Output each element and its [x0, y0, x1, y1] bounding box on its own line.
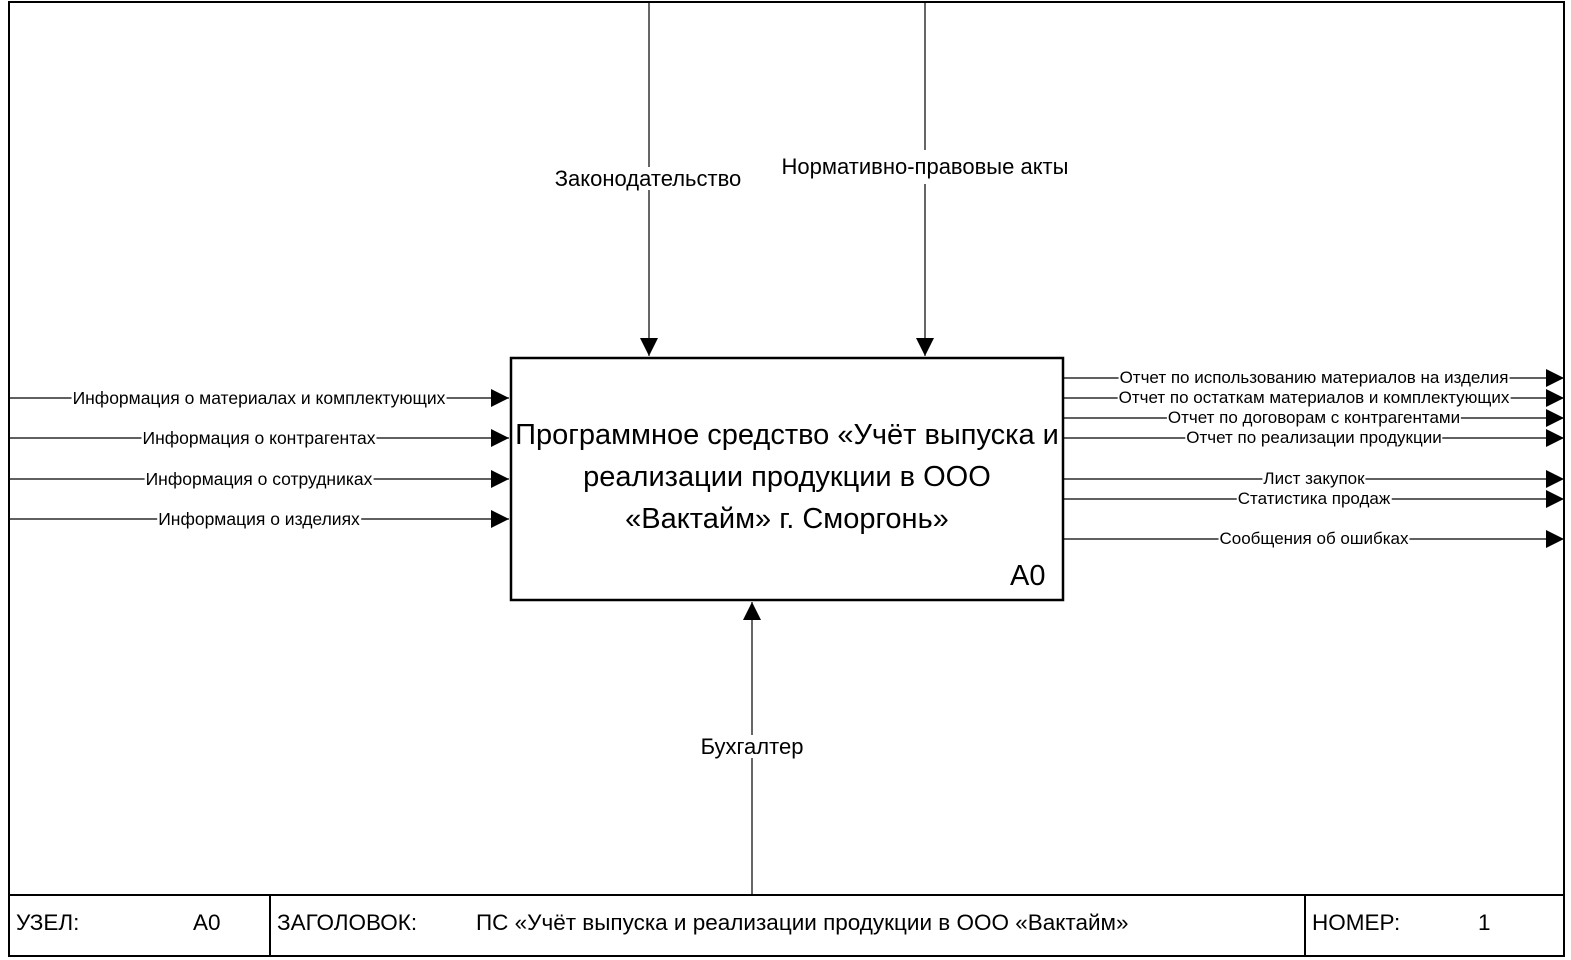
control-label-1: Законодательство: [554, 166, 742, 191]
output-label-7: Сообщения об ошибках: [1218, 529, 1410, 549]
function-node-number: A0: [1010, 560, 1046, 592]
mechanism-label-1: Бухгалтер: [700, 734, 804, 759]
control-label-2: Нормативно-правовые акты: [780, 150, 1070, 184]
footer-node-value: A0: [193, 910, 221, 935]
footer-number-value: 1: [1478, 910, 1491, 935]
footer-title-label: ЗАГОЛОВОК:: [277, 910, 418, 935]
output-label-1: Отчет по использованию материалов на изд…: [1118, 368, 1510, 388]
output-label-2: Отчет по остаткам материалов и комплекту…: [1117, 388, 1511, 408]
footer-title-value: ПС «Учёт выпуска и реализации продукции …: [476, 910, 1129, 935]
footer-number-label: НОМЕР:: [1312, 910, 1401, 935]
footer-node-label: УЗЕЛ:: [16, 910, 80, 935]
function-title: Программное средство «Учёт выпуска и реа…: [515, 419, 1059, 535]
output-label-6: Статистика продаж: [1236, 489, 1392, 509]
function-box[interactable]: [509, 356, 1065, 602]
output-label-4: Отчет по реализации продукции: [1185, 428, 1443, 448]
input-label-2: Информация о контрагентах: [141, 427, 377, 448]
input-label-4: Информация о изделиях: [157, 508, 361, 529]
output-label-3: Отчет по договорам с контрагентами: [1166, 408, 1462, 428]
input-label-1: Информация о материалах и комплектующих: [71, 387, 447, 408]
input-label-3: Информация о сотрудниках: [144, 468, 374, 489]
output-label-5: Лист закупок: [1262, 469, 1366, 489]
